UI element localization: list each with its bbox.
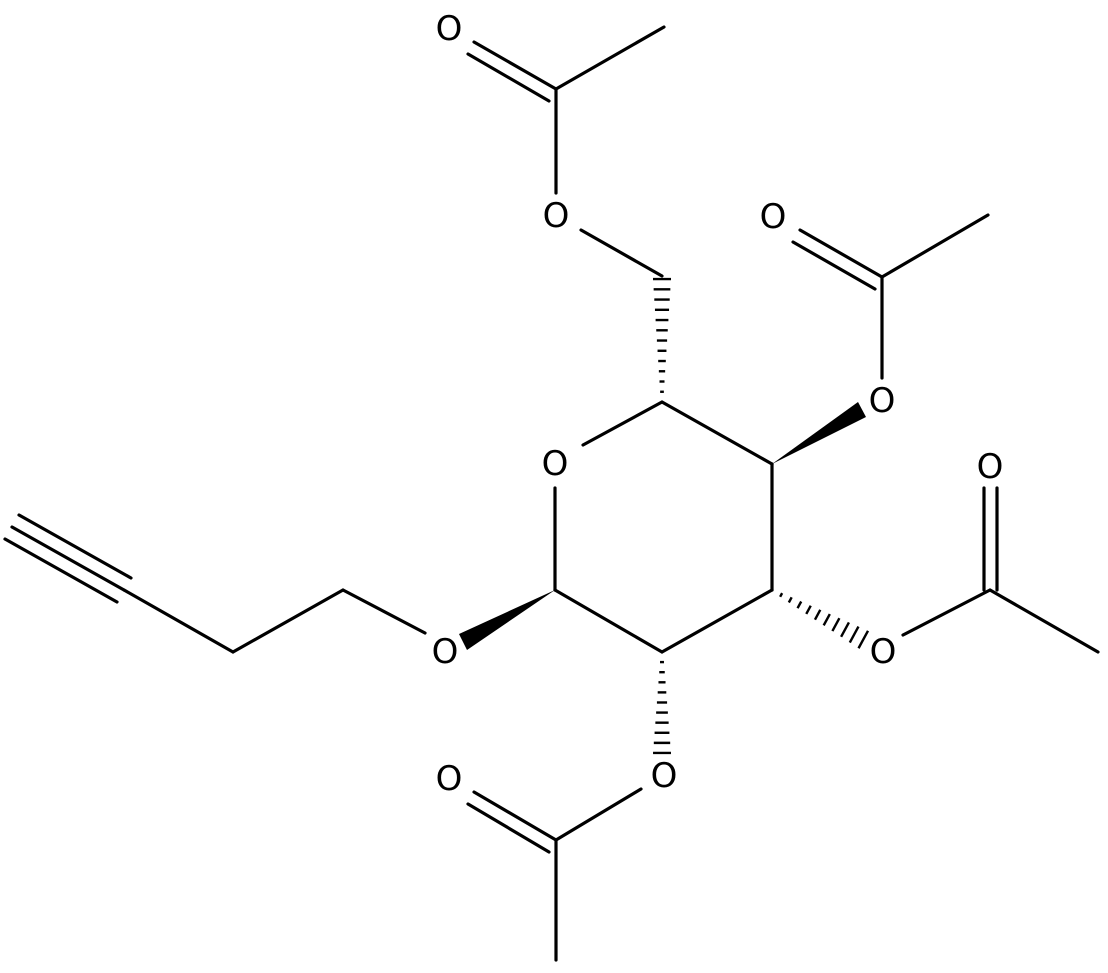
atom-o-c4-carbonyl: O [760, 197, 787, 237]
atom-o-c6-ester: O [543, 196, 570, 236]
atom-o-c2-carbonyl: O [436, 759, 463, 799]
hash-c3-o3-stroke [787, 596, 793, 604]
hash-c3-o3-stroke [840, 621, 850, 638]
c3-acetate [901, 486, 1100, 654]
hash-c3-o3-stroke [796, 600, 803, 609]
atom-o-glycosidic: O [432, 632, 459, 672]
hash-c3-o3-stroke [857, 630, 870, 649]
bond-alkyne-2 [17, 513, 133, 580]
bond-c6-carbonyl-double-b [466, 52, 551, 103]
hash-c5-c6 [652, 277, 672, 393]
stereo-bonds [459, 277, 870, 755]
bond-c2-carbonyl-double-b [466, 802, 551, 854]
hash-c2-o2 [653, 660, 671, 755]
bond-o2-carbonyl-c [554, 787, 643, 842]
bond-ch2-o6 [579, 228, 664, 278]
hash-c3-o3-stroke [831, 617, 841, 632]
atom-o-ring: O [542, 444, 569, 484]
bond-ring-o-c5 [581, 400, 664, 447]
bond-ch2-alkyne [122, 588, 235, 654]
bond-c2-carbonyl-double-a [472, 790, 558, 842]
wedge-c1-o1 [459, 590, 555, 650]
atom-labels: O O O O O O O O O O [432, 9, 1004, 799]
bond-alkyne-3 [3, 537, 119, 604]
atom-o-c6-carbonyl: O [436, 9, 463, 49]
pyranose-ring [553, 400, 774, 654]
bond-c4-carbonyl-double-a [798, 228, 884, 279]
bond-c2-c1 [553, 588, 664, 654]
bond-c3-methyl [988, 588, 1100, 654]
atom-o-c2-ester: O [651, 756, 678, 796]
bond-c6-carbonyl-double-a [472, 40, 558, 91]
hash-c3-o3 [779, 592, 870, 649]
bond-alkyne-1 [10, 525, 126, 592]
hash-c3-o3-stroke [822, 613, 831, 626]
bond-c3-c2 [660, 588, 774, 654]
bond-c6-methyl [554, 25, 666, 91]
hash-c3-o3-stroke [848, 626, 860, 644]
bond-c5-c4 [660, 400, 774, 466]
c2-acetate [466, 787, 643, 962]
bond-ch2-ch2 [231, 588, 345, 654]
hash-c3-o3-stroke [805, 605, 812, 615]
bond-o3-carbonyl-c [901, 588, 992, 637]
c6-acetate [466, 25, 666, 278]
atom-o-c4-ester: O [869, 381, 896, 421]
butynyl-chain [3, 513, 427, 654]
wedge-c4-o4 [772, 402, 866, 464]
atom-o-c3-carbonyl: O [977, 447, 1004, 487]
c4-acetate [791, 213, 990, 380]
hash-c3-o3-stroke [813, 609, 822, 621]
bond-glycosidic-o-ch2 [341, 588, 427, 635]
bond-c4-methyl [880, 213, 990, 279]
hash-c3-o3-stroke [779, 592, 784, 598]
bond-c4-carbonyl-double-b [791, 240, 877, 291]
atom-o-c3-ester: O [870, 632, 897, 672]
